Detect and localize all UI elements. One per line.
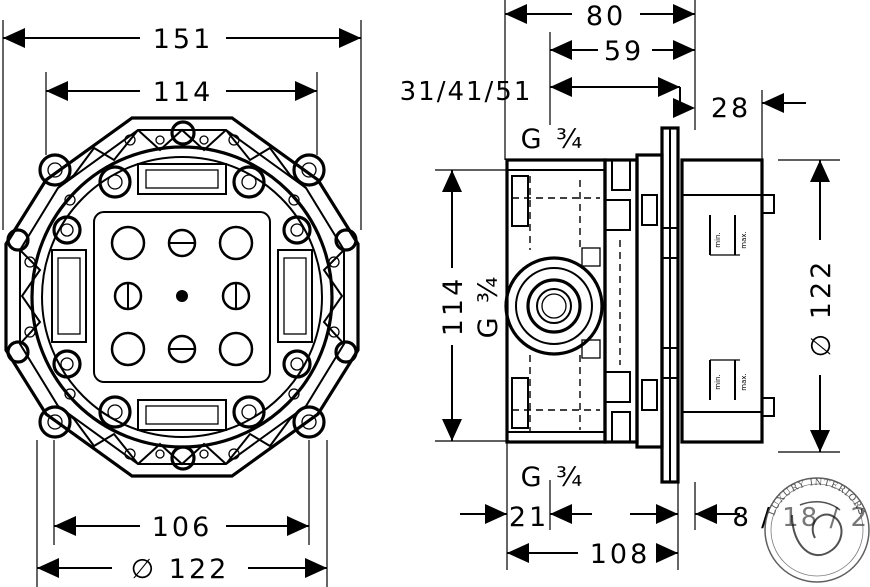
housing-body (505, 158, 607, 444)
dim-label-114-side: 114 (438, 276, 469, 337)
thread-label-side: G ¾ (473, 274, 504, 339)
dim-label-106: 106 (152, 512, 213, 543)
screw-bosses (52, 165, 312, 429)
dim-label-28: 28 (711, 93, 751, 124)
housing-ring-outer (30, 145, 334, 449)
dimension-106: 106 (53, 440, 310, 545)
thread-label-top: G ¾ (521, 124, 586, 155)
thread-label-bottom: G ¾ (521, 462, 586, 493)
watermark-logo: LUXURY INTERIORS (764, 477, 870, 583)
dim-label-59: 59 (604, 36, 644, 67)
label-min-bottom: min. (714, 374, 722, 389)
dim-label-8-18-28: 8 / 18 / 28 (732, 503, 870, 533)
mounting-ears (6, 120, 358, 471)
dimension-21: 21 (460, 442, 592, 570)
dim-label-31-41-51: 31/41/51 (400, 77, 533, 107)
dimension-31-41-51: 31/41/51 (400, 77, 695, 118)
dim-label-151: 151 (153, 24, 214, 55)
octagon-frame-outer (4, 116, 360, 478)
stop-block: min. max. min. max. (680, 158, 775, 444)
label-min-top: min. (714, 232, 722, 247)
dim-label-108: 108 (590, 539, 651, 570)
label-max-bottom: max. (740, 373, 748, 390)
housing-ring-inner (41, 156, 323, 438)
inner-plate (93, 211, 271, 383)
dimension-59: 59 (549, 32, 695, 125)
dimension-28: 28 (711, 90, 806, 165)
label-max-top: max. (740, 231, 748, 248)
side-clips (51, 163, 313, 431)
port-holes (110, 225, 254, 367)
side-view: 80 59 31/41/51 28 G ¾ G (400, 0, 870, 570)
dim-label-dia-122-side: ∅ 122 (806, 259, 837, 358)
dimension-108: 108 (507, 539, 678, 570)
dim-label-80: 80 (586, 1, 626, 32)
dimension-8-18-28: 8 / 18 / 28 (630, 482, 870, 570)
dim-label-dia-122-front: ∅ 122 (131, 554, 230, 585)
dimension-114-front: 114 (45, 72, 318, 155)
dim-label-114-front: 114 (153, 77, 214, 108)
dim-label-21: 21 (509, 502, 549, 533)
front-view: 151 114 (2, 20, 362, 587)
housing-middle (603, 158, 639, 444)
dimension-dia-122-side: ∅ 122 (778, 159, 840, 453)
dimension-151: 151 (2, 20, 362, 230)
outlet-port (504, 256, 604, 356)
dimension-114-side: 114 G ¾ (435, 169, 510, 442)
housing-step-1 (635, 153, 664, 449)
dimension-80: 80 (504, 0, 696, 160)
dimension-dia-122-front: ∅ 122 (36, 440, 328, 587)
frame-lattice (19, 128, 345, 466)
